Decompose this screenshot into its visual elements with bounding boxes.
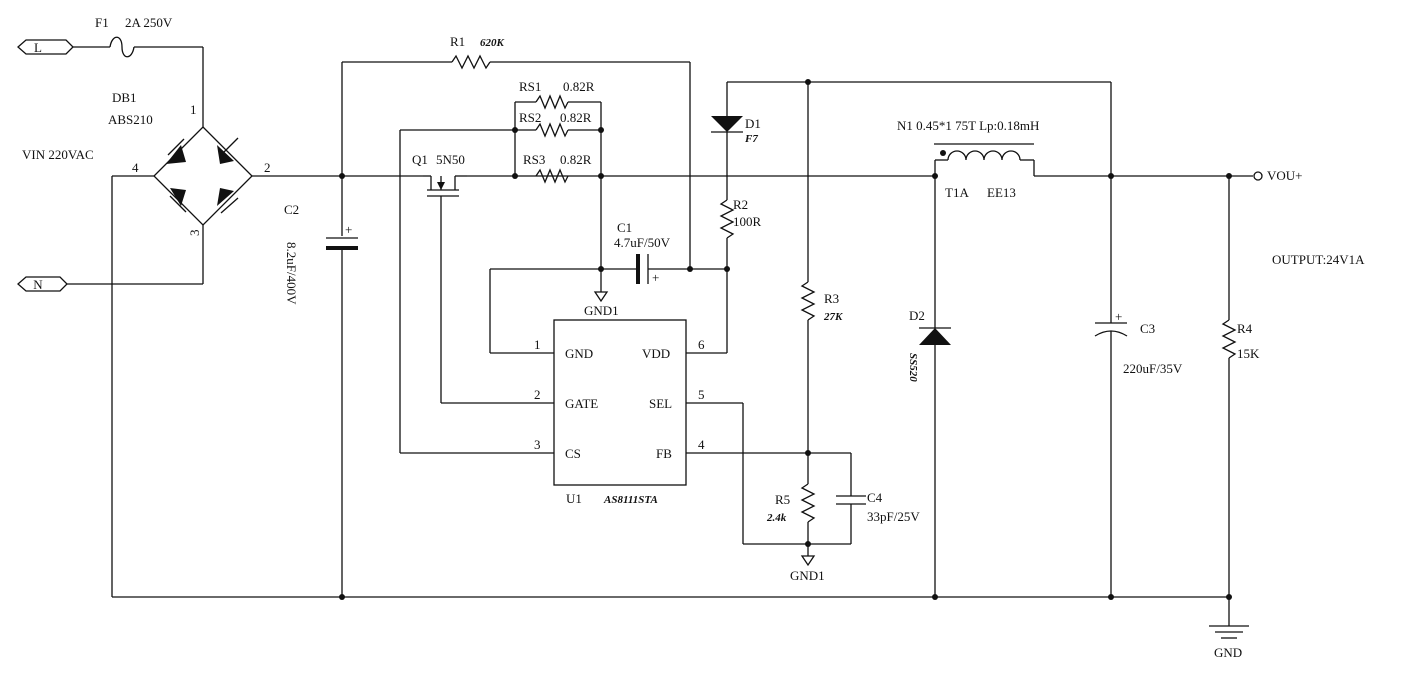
rs2-value: 0.82R bbox=[560, 110, 592, 125]
r1-value: 620K bbox=[480, 37, 505, 49]
r1-ref: R1 bbox=[450, 34, 465, 49]
resistor-r1: R1 620K bbox=[341, 34, 691, 269]
port-n: N bbox=[17, 276, 68, 292]
inductor-spec: N1 0.45*1 75T Lp:0.18mH bbox=[897, 118, 1039, 133]
bridge-pin3: 3 bbox=[187, 230, 202, 237]
c4-value: 33pF/25V bbox=[867, 509, 920, 524]
d2-part: SS520 bbox=[907, 353, 919, 382]
ic-pin3-name: CS bbox=[565, 446, 581, 461]
ic-pin4-name: FB bbox=[656, 446, 672, 461]
r5-value: 2.4k bbox=[766, 512, 787, 524]
q1-part: 5N50 bbox=[436, 152, 465, 167]
resistor-r4: R4 15K bbox=[1221, 176, 1260, 597]
fuse-f1-value: 2A 250V bbox=[125, 15, 173, 30]
c4-ref: C4 bbox=[867, 490, 883, 505]
output-port: VOU+ OUTPUT:24V1A bbox=[1229, 168, 1365, 267]
bridge-pin4: 4 bbox=[132, 160, 139, 175]
r2-ref: R2 bbox=[733, 197, 748, 212]
c1-ref: C1 bbox=[617, 220, 632, 235]
vout-label: VOU+ bbox=[1267, 168, 1303, 183]
c1-value: 4.7uF/50V bbox=[614, 235, 671, 250]
svg-text:+: + bbox=[345, 222, 352, 237]
rs1-ref: RS1 bbox=[519, 79, 541, 94]
gnd1-top-label: GND1 bbox=[584, 303, 619, 318]
r2-value: 100R bbox=[733, 214, 762, 229]
capacitor-c3: + C3 220uF/35V bbox=[1094, 82, 1183, 597]
port-l: L bbox=[17, 39, 74, 55]
r3-value: 27K bbox=[823, 311, 843, 323]
r3-ref: R3 bbox=[824, 291, 839, 306]
ic-part: AS8111STA bbox=[603, 494, 658, 506]
ic-pin5-num: 5 bbox=[698, 387, 705, 402]
gnd-label: GND bbox=[1214, 645, 1242, 660]
inductor-t1a: N1 0.45*1 75T Lp:0.18mH T1A EE13 bbox=[897, 118, 1229, 200]
output-note: OUTPUT:24V1A bbox=[1272, 252, 1365, 267]
bridge-pin2: 2 bbox=[264, 160, 271, 175]
svg-text:+: + bbox=[652, 270, 659, 285]
ic-pin2-name: GATE bbox=[565, 396, 598, 411]
ground-rail: GND bbox=[112, 596, 1249, 660]
c3-ref: C3 bbox=[1140, 321, 1155, 336]
ic-pin3-num: 3 bbox=[534, 437, 541, 452]
vin-label: VIN 220VAC bbox=[22, 147, 94, 162]
q1-ref: Q1 bbox=[412, 152, 428, 167]
ic-u1: 1 GND 2 GATE 3 CS 6 VDD 5 SEL 4 FB U1 AS… bbox=[534, 319, 851, 545]
feedback-network: R3 27K GND1 R5 2.4k C4 33pF/25V bbox=[766, 82, 920, 583]
gnd1-bottom-label: GND1 bbox=[790, 568, 825, 583]
c3-value: 220uF/35V bbox=[1123, 361, 1183, 376]
ic-pin1-num: 1 bbox=[534, 337, 541, 352]
ic-pin5-name: SEL bbox=[649, 396, 672, 411]
rs3-value: 0.82R bbox=[560, 152, 592, 167]
ic-pin4-num: 4 bbox=[698, 437, 705, 452]
ic-pin6-name: VDD bbox=[642, 346, 670, 361]
d2-ref: D2 bbox=[909, 308, 925, 323]
bridge-pin1: 1 bbox=[190, 102, 197, 117]
inductor-ref: T1A bbox=[945, 185, 969, 200]
r4-value: 15K bbox=[1237, 346, 1260, 361]
ic-pin1-name: GND bbox=[565, 346, 593, 361]
capacitor-c2: + C2 8.2uF/400V bbox=[284, 176, 358, 597]
rs2-ref: RS2 bbox=[519, 110, 541, 125]
ic-ref: U1 bbox=[566, 491, 582, 506]
diode-d2: D2 SS520 bbox=[907, 176, 951, 597]
diode-d1: D1 F7 bbox=[711, 81, 1111, 200]
port-l-label: L bbox=[34, 40, 42, 55]
svg-text:+: + bbox=[1115, 309, 1122, 324]
junction-dots bbox=[339, 79, 1232, 600]
rs1-value: 0.82R bbox=[563, 79, 595, 94]
fuse-f1: F1 2A 250V bbox=[95, 15, 173, 58]
bridge-ref: DB1 bbox=[112, 90, 137, 105]
inductor-core: EE13 bbox=[987, 185, 1016, 200]
port-n-label: N bbox=[33, 277, 43, 292]
ic-pin6-num: 6 bbox=[698, 337, 705, 352]
sense-resistors: RS1 0.82R RS2 0.82R RS3 0.82R bbox=[399, 79, 602, 454]
r5-ref: R5 bbox=[775, 492, 790, 507]
mosfet-q1: Q1 5N50 bbox=[412, 152, 554, 404]
bridge-part: ABS210 bbox=[108, 112, 153, 127]
fuse-f1-ref: F1 bbox=[95, 15, 109, 30]
bridge-rectifier-db1: DB1 ABS210 1 2 3 4 VIN 220VAC bbox=[22, 90, 271, 236]
ic-pin2-num: 2 bbox=[534, 387, 541, 402]
rs3-ref: RS3 bbox=[523, 152, 545, 167]
c2-ref: C2 bbox=[284, 202, 299, 217]
input-wires bbox=[67, 46, 935, 597]
d1-ref: D1 bbox=[745, 116, 761, 131]
resistor-r2: R2 100R bbox=[686, 197, 762, 354]
d1-part: F7 bbox=[744, 133, 758, 145]
capacitor-c1: + C1 4.7uF/50V GND1 bbox=[489, 176, 727, 354]
c2-value: 8.2uF/400V bbox=[284, 242, 299, 305]
r4-ref: R4 bbox=[1237, 321, 1253, 336]
